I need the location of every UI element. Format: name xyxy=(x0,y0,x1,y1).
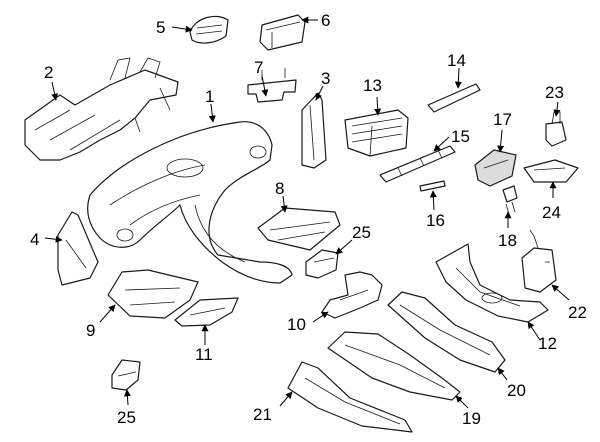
part-17-switch-module xyxy=(474,149,517,187)
part-12-console-trim xyxy=(435,243,549,323)
callout-6: 6 xyxy=(321,11,330,30)
callout-15: 15 xyxy=(451,127,470,146)
callout-22: 22 xyxy=(568,303,587,322)
part-15-bracket-rail xyxy=(379,145,456,183)
callout-14: 14 xyxy=(447,51,466,70)
callout-8: 8 xyxy=(275,179,284,198)
callout-19: 19 xyxy=(462,409,481,428)
part-21-side-trim xyxy=(287,361,413,433)
callout-24: 24 xyxy=(542,203,561,222)
callout-11: 11 xyxy=(195,345,213,364)
part-10-bracket xyxy=(321,271,383,319)
part-6-module xyxy=(259,14,306,51)
part-16-clip xyxy=(419,180,446,192)
part-20-console-side xyxy=(387,291,506,373)
part-14-strip xyxy=(427,83,481,113)
part-24-shift-boot xyxy=(523,159,579,183)
callout-3: 3 xyxy=(321,69,330,88)
callout-7: 7 xyxy=(254,58,263,77)
part-5-vent-grille xyxy=(189,15,229,44)
part-18-connector xyxy=(502,185,518,215)
part-25-upper-clip xyxy=(305,249,339,279)
callout-23: 23 xyxy=(545,83,564,102)
callout-18: 18 xyxy=(498,231,517,250)
callout-4: 4 xyxy=(30,230,39,249)
part-19-console-lower xyxy=(327,331,461,401)
callout-13: 13 xyxy=(363,76,382,95)
part-22-shifter-housing xyxy=(521,229,557,293)
callout-12: 12 xyxy=(538,334,557,353)
leader-lines xyxy=(44,16,570,409)
callout-25-lower: 25 xyxy=(117,408,136,427)
callout-10: 10 xyxy=(287,315,306,334)
callout-5: 5 xyxy=(156,18,165,37)
part-1-instrument-panel xyxy=(87,121,293,284)
part-8-lower-tray xyxy=(257,207,341,251)
callout-9: 9 xyxy=(86,321,95,340)
callout-20: 20 xyxy=(507,381,526,400)
callout-25-upper: 25 xyxy=(352,223,371,242)
part-4-end-cap xyxy=(57,211,99,286)
callout-17: 17 xyxy=(493,110,512,129)
part-7-bracket xyxy=(247,68,297,103)
part-3-side-trim xyxy=(301,92,327,169)
part-9-knee-bolster xyxy=(107,269,199,319)
part-11-lower-cover xyxy=(174,297,239,327)
part-23-shift-knob xyxy=(545,111,567,147)
part-13-center-module xyxy=(344,109,409,157)
callout-labels: 1 2 3 4 5 6 7 8 9 10 11 12 13 14 15 16 1… xyxy=(30,11,587,428)
callout-1: 1 xyxy=(205,87,214,106)
callout-2: 2 xyxy=(44,63,53,82)
callout-16: 16 xyxy=(426,211,445,230)
part-2-cross-car-beam xyxy=(24,57,179,161)
callout-21: 21 xyxy=(253,405,272,424)
part-25-lower-clip xyxy=(111,359,141,391)
